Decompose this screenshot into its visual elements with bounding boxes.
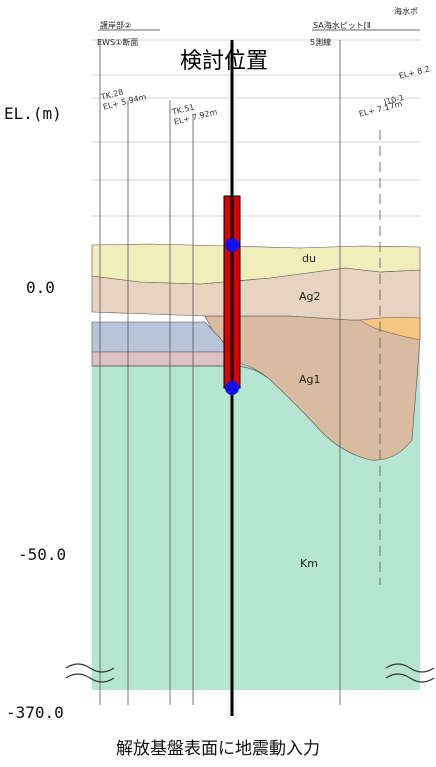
layer-label-du: du [302,252,316,265]
layer-pink-band [91,351,235,367]
input-caption: 解放基盤表面に地震動入力 [116,739,320,759]
right-header-top: 海水ポ [394,7,418,16]
right-header-line2: 5測線 [310,38,332,47]
base-input-marker [225,381,239,395]
elevation-axis-label: EL.(m) [4,104,62,123]
axis-break-marks [65,663,435,683]
top-input-marker [225,238,239,252]
layer-label-km: Km [300,557,318,570]
layer-blue-lens [91,321,231,353]
layer-label-ag1: Ag1 [299,373,321,386]
left-header-line2: EWS①断面 [97,38,139,47]
layer-du [91,243,421,285]
right-header-line1: SA海水ピット[Ⅱ [313,21,371,30]
borehole-lines [99,40,381,705]
elevation-tick-minus-370: -370.0 [6,703,64,722]
study-location-title: 検討位置 [180,49,269,74]
elevation-tick-0: 0.0 [26,278,55,297]
layer-label-ag2: Ag2 [299,290,321,303]
elevation-tick-minus-50: -50.0 [18,545,67,564]
left-header-line1: 護岸部② [100,21,132,30]
layer-ag1 [204,315,421,461]
layer-orange-lens [359,317,421,341]
grid-lines [92,39,420,217]
